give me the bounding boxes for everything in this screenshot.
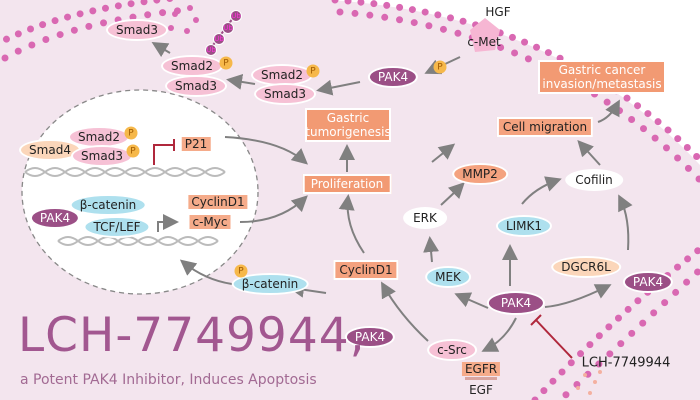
limk1-node: LIMK1 [495,215,553,237]
gastric-tumorigenesis-box: Gastric tumorigenesis [305,108,391,142]
nuclear-beta-catenin: β-catenin [69,194,147,216]
arrows [151,41,633,352]
extracellular-region [330,0,700,165]
cmet-receptor [470,18,500,52]
dna-strands [24,167,226,246]
dgcr6l-node: DGCR6L [551,256,621,278]
p21-label: P21 [181,137,211,151]
ubiquitin-4: Ub [205,44,217,56]
phospho-icon: P [126,144,140,158]
smad3-phospho: Smad3 [254,83,316,105]
csrc-node: c-Src [427,339,477,361]
smad3-ub: Smad3 [165,75,227,97]
tcf-lef-node: TCF/LEF [83,216,151,238]
membrane-small-dots [168,5,199,34]
nuclear-pak4: PAK4 [29,207,81,229]
egfr-underline [465,377,497,380]
pak4-node-center: PAK4 [486,291,546,315]
phospho-icon: P [234,264,248,278]
page-title: LCH-7749944, [18,308,366,363]
nuclear-smad2: Smad2 [68,126,130,148]
hgf-label: HGF [485,5,511,19]
proliferation-box: Proliferation [302,174,392,194]
phospho-icon: P [124,126,138,140]
pak4-node-right: PAK4 [622,271,674,293]
cofilin-node: Cofilin [565,169,623,191]
nucleus [21,89,259,295]
cyclind1-box: CyclinD1 [333,260,399,280]
egfr-label: EGFR [461,362,501,376]
egf-label: EGF [469,383,493,397]
smad2-ub: Smad2 [161,55,223,77]
pak4-node-top: PAK4 [367,66,419,88]
pak4-node-lower: PAK4 [344,326,396,348]
phospho-icon: P [219,56,233,70]
ubiquitin-3: Ub [213,33,225,45]
cell-migration-box: Cell migration [496,117,594,137]
phospho-icon: P [433,60,447,74]
gastric-cancer-invasion-box: Gastric cancer invasion/metastasis [538,60,666,94]
nuclear-smad3: Smad3 [71,145,133,167]
ubiquitin-1: Ub [230,10,242,22]
smad3-cytoplasm: Smad3 [106,19,168,41]
page-subtitle: a Potent PAK4 Inhibitor, Induces Apoptos… [20,372,317,388]
inhibition-marks [153,139,573,359]
erk-node: ERK [403,207,447,229]
beta-catenin-node: β-catenin [231,273,309,295]
cmyc-label: c-Myc [189,215,231,229]
mek-node: MEK [425,266,471,288]
inhibitor-label: LCH-7749944 [581,355,671,371]
nuclear-smad4: Smad4 [19,139,81,161]
cmet-label: c-Met [467,35,501,49]
mmp2-node: MMP2 [452,163,508,185]
ubiquitin-2: Ub [222,22,234,34]
phospho-icon: P [306,64,320,78]
inhibitor-dots [576,370,602,395]
nuclear-cyclind1-label: CyclinD1 [188,195,248,209]
